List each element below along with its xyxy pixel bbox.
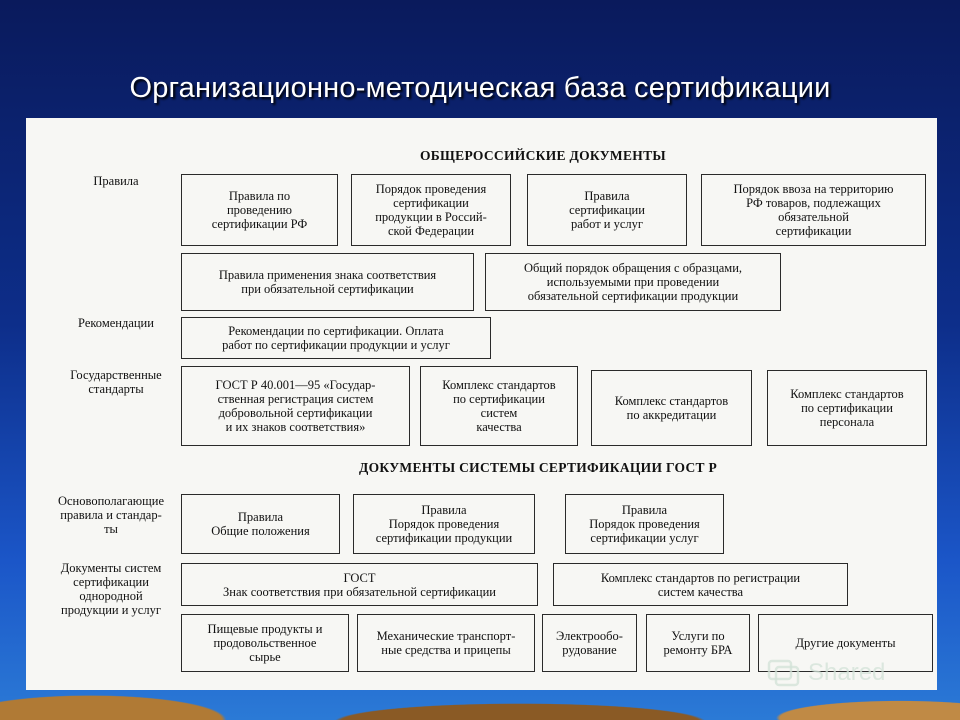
box-electrical: Электрообо- рудование xyxy=(542,614,637,672)
slide-title: Организационно-методическая база сертифи… xyxy=(129,72,831,104)
box-gost-mark: ГОСТ Знак соответствия при обязательной … xyxy=(181,563,538,606)
box-general-provisions: Правила Общие положения xyxy=(181,494,340,554)
diagram-scan: ОБЩЕРОССИЙСКИЕ ДОКУМЕНТЫ Правила Рекомен… xyxy=(26,118,937,690)
box-accreditation: Комплекс стандартов по аккредитации xyxy=(591,370,752,446)
section-heading-gost-r: ДОКУМЕНТЫ СИСТЕМЫ СЕРТИФИКАЦИИ ГОСТ Р xyxy=(359,460,718,475)
box-import-procedure: Порядок ввоза на территорию РФ товаров, … xyxy=(701,174,926,246)
row-label-fundamental-rules: Основополагающие правила и стандар- ты xyxy=(57,494,165,536)
row-label-recommendations: Рекомендации xyxy=(78,316,154,330)
box-registration-complex: Комплекс стандартов по регистрации систе… xyxy=(553,563,848,606)
box-quality-systems: Комплекс стандартов по сертификации сист… xyxy=(420,366,578,446)
section-heading-all-russian: ОБЩЕРОССИЙСКИЕ ДОКУМЕНТЫ xyxy=(420,148,666,163)
watermark: Shared xyxy=(766,654,936,692)
box-vehicles: Механические транспорт- ные средства и п… xyxy=(357,614,535,672)
box-conformity-mark: Правила применения знака соответствия пр… xyxy=(181,253,474,311)
box-recommendations-payment: Рекомендации по сертификации. Оплата раб… xyxy=(181,317,491,359)
box-samples-procedure: Общий порядок обращения с образцами, исп… xyxy=(485,253,781,311)
row-label-state-standards: Государственные стандарты xyxy=(70,368,162,396)
box-gost-40001: ГОСТ Р 40.001—95 «Государ- ственная реги… xyxy=(181,366,410,446)
watermark-logo-icon xyxy=(767,659,800,687)
box-rules-works: Правила сертификации работ и услуг xyxy=(527,174,687,246)
row-label-rules: Правила xyxy=(93,174,139,188)
box-personnel: Комплекс стандартов по сертификации перс… xyxy=(767,370,927,446)
box-rules-rf: Правила по проведению сертификации РФ xyxy=(181,174,338,246)
box-services-procedure: Правила Порядок проведения сертификации … xyxy=(565,494,724,554)
box-procedure-russia: Порядок проведения сертификации продукци… xyxy=(351,174,511,246)
box-other-docs: Другие документы xyxy=(758,614,933,672)
box-food: Пищевые продукты и продовольственное сыр… xyxy=(181,614,349,672)
watermark-text: Shared xyxy=(808,659,886,686)
row-label-homogeneous-docs: Документы систем сертификации однородной… xyxy=(60,561,162,617)
box-product-procedure: Правила Порядок проведения сертификации … xyxy=(353,494,535,554)
box-repair-services: Услуги по ремонту БРА xyxy=(646,614,750,672)
